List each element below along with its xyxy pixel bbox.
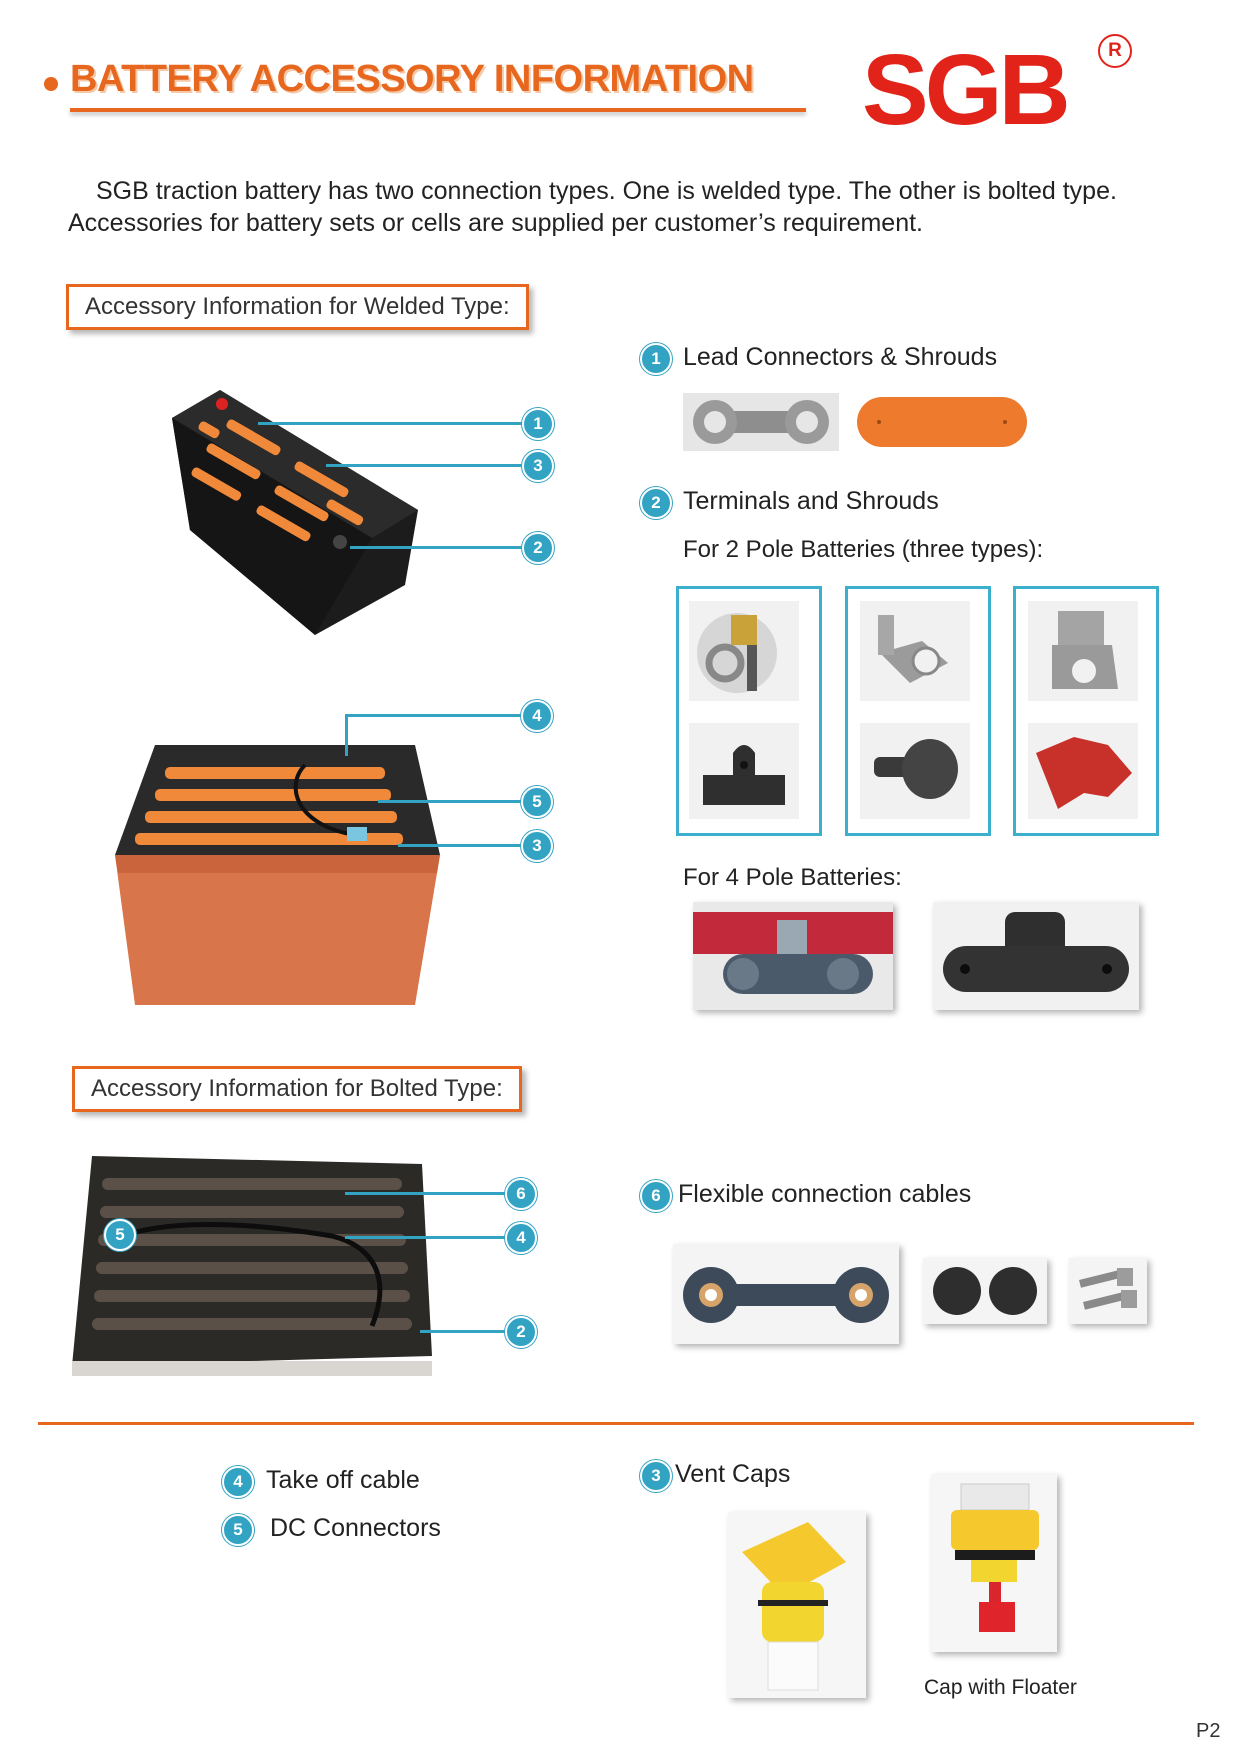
bolted-badge-4: 4 (505, 1222, 537, 1254)
terminals-heading: Terminals and Shrouds (683, 487, 939, 515)
item-badge-2: 2 (640, 487, 672, 519)
cap-with-floater-caption: Cap with Floater (924, 1676, 1077, 1699)
dc-connectors-label: DC Connectors (270, 1514, 441, 1542)
item-badge-4: 4 (222, 1466, 254, 1498)
terminal-type-2-image (860, 601, 970, 701)
callout-badge-4: 4 (521, 700, 553, 732)
terminal-type-3-shroud-image (1028, 723, 1138, 819)
bolted-callout-line-4 (345, 1236, 507, 1239)
terminal-type-1-frame (676, 586, 822, 836)
terminal-type-1-image (689, 601, 799, 701)
welded-battery-image-top (172, 390, 418, 635)
callout-badge-5: 5 (521, 786, 553, 818)
callout-badge-3b: 3 (521, 830, 553, 862)
lead-shroud-image (857, 397, 1027, 447)
bolts-image (1069, 1258, 1147, 1324)
callout-line-1 (258, 422, 522, 425)
callout-line-3 (326, 464, 522, 467)
callout-badge-3: 3 (522, 450, 554, 482)
item-badge-1: 1 (640, 343, 672, 375)
four-pole-subheading: For 4 Pole Batteries: (683, 864, 902, 891)
callout-line-2 (350, 546, 522, 549)
take-off-cable-label: Take off cable (266, 1466, 420, 1494)
registered-mark: R (1098, 34, 1132, 68)
bolted-badge-2: 2 (505, 1316, 537, 1348)
terminal-type-3-frame (1013, 586, 1159, 836)
section-divider (38, 1422, 1194, 1425)
four-pole-terminal-image (693, 902, 893, 1010)
page-title: BATTERY ACCESSORY INFORMATION (70, 58, 754, 100)
welded-battery-image-bottom (115, 745, 440, 1005)
lead-connectors-heading: Lead Connectors & Shrouds (683, 343, 998, 371)
callout-badge-2: 2 (522, 532, 554, 564)
bolted-callout-line-2 (420, 1330, 507, 1333)
callout-line-5 (378, 800, 521, 803)
title-underline (70, 108, 806, 112)
four-pole-shroud-image (933, 902, 1139, 1010)
welded-section-label: Accessory Information for Welded Type: (66, 284, 529, 330)
callout-vline-4 (345, 714, 348, 756)
bolted-callout-line-6 (345, 1192, 507, 1195)
bolted-badge-6: 6 (505, 1178, 537, 1210)
callout-line-3b (398, 844, 521, 847)
bolted-badge-5: 5 (104, 1219, 136, 1251)
vent-cap-image (728, 1512, 866, 1698)
item-badge-5: 5 (222, 1514, 254, 1546)
item-badge-6: 6 (640, 1180, 672, 1212)
terminal-type-3-image (1028, 601, 1138, 701)
callout-badge-1: 1 (522, 408, 554, 440)
flexible-cable-image (673, 1244, 899, 1344)
terminal-type-2-frame (845, 586, 991, 836)
flex-cables-heading: Flexible connection cables (678, 1180, 972, 1208)
sgb-logo: SGB (862, 34, 1071, 146)
intro-paragraph: SGB traction battery has two connection … (68, 177, 1117, 237)
terminal-type-1-shroud-image (689, 723, 799, 819)
lead-connector-image (683, 393, 839, 451)
callout-line-4 (345, 714, 521, 717)
page-number: P2 (1196, 1720, 1221, 1742)
vent-caps-heading: Vent Caps (675, 1460, 791, 1488)
terminal-type-2-shroud-image (860, 723, 970, 819)
bolted-section-label: Accessory Information for Bolted Type: (72, 1066, 522, 1112)
title-bullet (44, 77, 58, 91)
bolted-battery-image (72, 1156, 432, 1376)
terminal-cap-image (923, 1258, 1047, 1324)
item-badge-3: 3 (640, 1460, 672, 1492)
cap-with-floater-image (931, 1474, 1057, 1652)
two-pole-subheading: For 2 Pole Batteries (three types): (683, 536, 1044, 563)
